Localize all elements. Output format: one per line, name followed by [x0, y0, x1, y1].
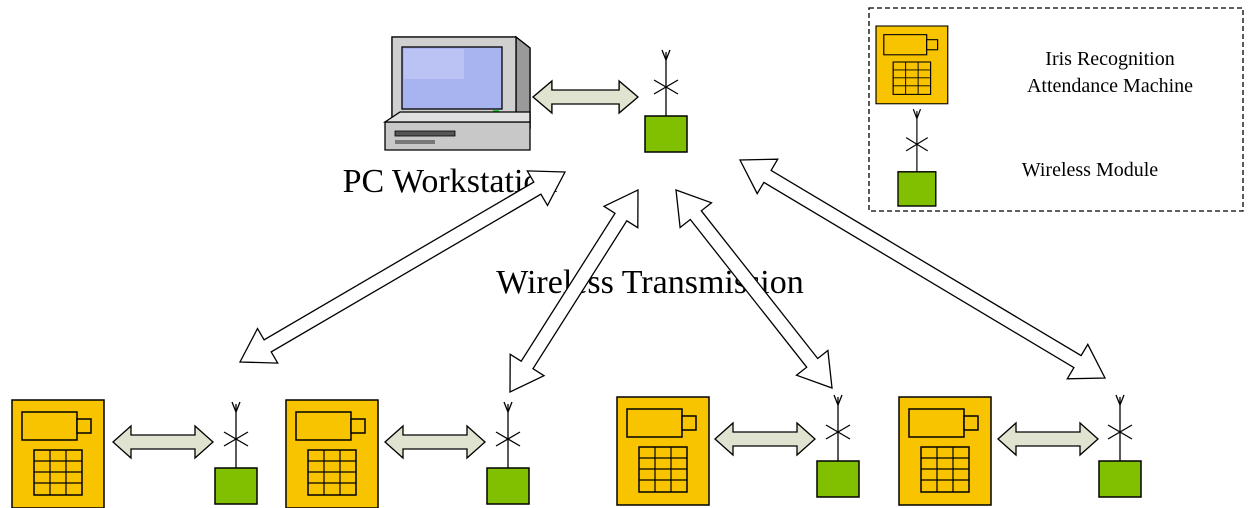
station-2 [285, 399, 530, 508]
transmission-arrow-station-2 [509, 188, 639, 394]
station-1 [11, 399, 258, 508]
station-1-link-arrow [112, 425, 214, 459]
station-3 [616, 394, 860, 506]
legend-machine-icon [875, 25, 949, 105]
station-2-wireless-module [486, 401, 530, 505]
station-3-wireless-module [816, 394, 860, 498]
station-4-wireless-module [1098, 394, 1142, 498]
legend-module-icon [897, 108, 937, 207]
transmission-arrows [238, 158, 1107, 394]
legend-machine-label-line1: Iris Recognition [1045, 48, 1174, 70]
station-1-machine [11, 399, 105, 508]
transmission-arrow-station-1 [238, 170, 567, 364]
station-4-link-arrow [997, 422, 1099, 456]
legend-module-label: Wireless Module [1022, 159, 1159, 181]
pc-link-arrow [532, 80, 639, 114]
station-2-machine [285, 399, 379, 508]
legend: Iris Recognition Attendance Machine Wire… [868, 7, 1244, 212]
pc-wireless-module [644, 49, 688, 153]
station-3-machine [616, 396, 710, 506]
station-3-link-arrow [714, 422, 816, 456]
legend-machine-label-line2: Attendance Machine [1027, 75, 1193, 97]
transmission-arrow-station-4 [738, 158, 1107, 380]
pc-workstation-icon [382, 35, 531, 151]
transmission-arrow-station-3 [675, 189, 833, 389]
station-1-wireless-module [214, 401, 258, 505]
legend-border [868, 7, 1244, 212]
station-4-machine [898, 396, 992, 506]
station-2-link-arrow [384, 425, 486, 459]
station-4 [898, 394, 1142, 506]
